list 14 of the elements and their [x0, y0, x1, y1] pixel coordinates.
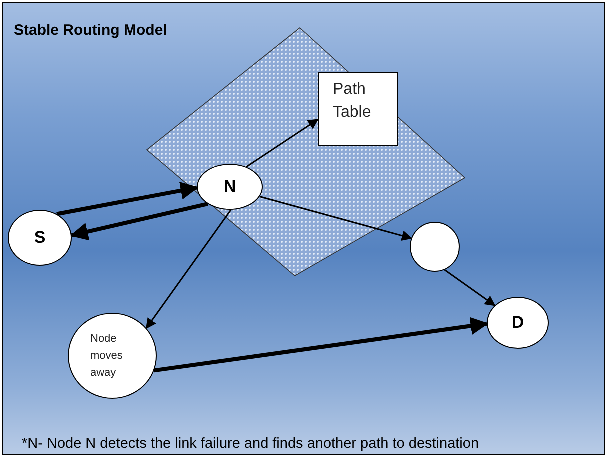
node-label: S	[34, 227, 46, 250]
arrow	[70, 202, 208, 241]
diagram-title: Stable Routing Model	[14, 21, 168, 41]
node-label: Path Table	[333, 80, 372, 123]
node-label: N	[224, 176, 236, 198]
node-label: D	[512, 312, 524, 334]
node-label: Node moves away	[90, 332, 124, 380]
arrow	[56, 182, 199, 216]
table-box	[318, 72, 398, 146]
arrow	[246, 119, 319, 168]
arrow	[260, 196, 413, 241]
arrow	[444, 269, 496, 306]
caption: *N- Node N detects the link failure and finds another path to destination	[22, 435, 480, 454]
arrow	[154, 317, 489, 373]
